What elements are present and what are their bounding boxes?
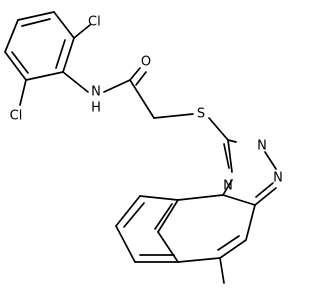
bond — [21, 18, 51, 27]
bond — [73, 24, 91, 39]
bond — [222, 179, 233, 196]
bond — [154, 203, 173, 230]
benzo-ring — [115, 195, 179, 263]
bond — [219, 239, 247, 259]
hydrogen-atom-label: H — [91, 101, 101, 116]
bond — [135, 71, 147, 86]
chlorine-atom-label: Cl — [88, 15, 101, 30]
bond — [222, 194, 256, 206]
nitrogen-atom-label: N — [91, 85, 101, 100]
bond — [4, 19, 19, 53]
bond — [177, 194, 224, 201]
nitrogen-atom-label: N — [223, 179, 233, 194]
chlorine-atom-label: Cl — [10, 109, 23, 124]
bond — [17, 11, 55, 21]
bond — [255, 182, 274, 198]
structure-canvas: Cl Cl N H O S N N N — [4, 11, 283, 284]
sulfur-atom-label: S — [197, 107, 205, 122]
bond — [115, 225, 136, 263]
dichlorophenyl-ring — [4, 11, 75, 81]
bond — [123, 202, 145, 228]
pyridine-ring — [157, 194, 256, 263]
bond — [62, 37, 75, 73]
bond — [11, 51, 29, 74]
bond — [157, 231, 179, 263]
bond — [62, 71, 89, 93]
bond — [157, 199, 179, 233]
bond — [129, 67, 141, 81]
bond — [223, 143, 230, 169]
nitrogen-atom-label: N — [257, 139, 267, 154]
bond — [129, 79, 155, 119]
bond — [254, 187, 277, 206]
bond — [227, 139, 233, 173]
bond — [4, 51, 27, 81]
bond — [208, 117, 229, 141]
bond — [19, 79, 27, 106]
bond — [217, 235, 240, 251]
bond — [53, 11, 75, 39]
bond — [264, 151, 277, 170]
bond — [103, 79, 131, 93]
chemical-structure: Cl Cl N H O S N N N — [4, 11, 283, 284]
bond — [219, 257, 225, 284]
triazole-ring — [222, 139, 277, 206]
bond — [227, 139, 237, 143]
bond — [139, 195, 179, 201]
bond — [55, 39, 66, 69]
oxygen-atom-label: O — [141, 55, 151, 70]
nitrogen-atom-label: N — [273, 171, 283, 186]
bond — [153, 113, 194, 119]
bond — [245, 204, 256, 241]
bond — [177, 257, 221, 263]
bond — [25, 71, 64, 81]
bond — [115, 195, 141, 227]
